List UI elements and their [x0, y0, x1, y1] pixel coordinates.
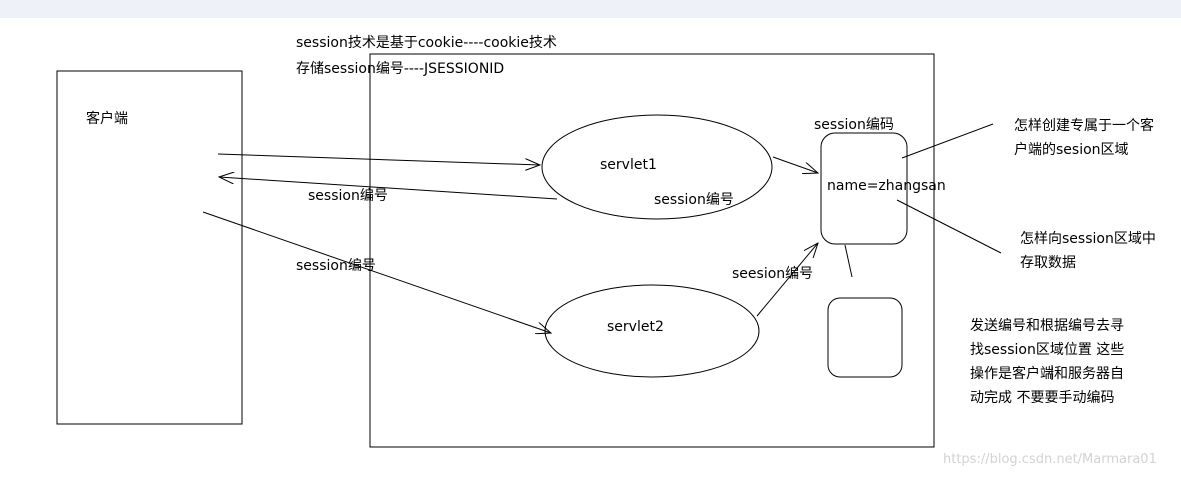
header-line-1: session技术是基于cookie----cookie技术 [296, 35, 557, 51]
session-area-box [820, 132, 908, 245]
note-store-line-2: 存取数据 [1020, 255, 1076, 271]
servlet2-label: servlet2 [607, 319, 664, 335]
top-bar [0, 0, 1181, 18]
servlet1-to-session-arrow [772, 156, 818, 173]
note-auto-line-4: 动完成 不要要手动编码 [970, 390, 1115, 406]
note-create-line-1: 怎样创建专属于一个客 [1014, 118, 1154, 134]
callout-create-line [901, 123, 994, 159]
session-area-content: name=zhangsan [827, 178, 946, 194]
note-create-session: 怎样创建专属于一个客 户端的sesion区域 [1014, 114, 1181, 162]
callout-store-line [896, 199, 1002, 254]
server-box [369, 53, 935, 448]
note-auto-line-2: 找session区域位置 这些 [970, 342, 1125, 358]
request-arrow-servlet2 [202, 211, 551, 333]
note-store-data: 怎样向session区域中 存取数据 [1020, 227, 1181, 275]
servlet1-ellipse [541, 114, 773, 220]
note-store-line-1: 怎样向session区域中 [1020, 231, 1156, 247]
request2-arrow-label: session编号 [296, 258, 376, 274]
empty-session-box [827, 297, 903, 378]
servlet2-to-session-arrow [756, 243, 818, 317]
client-box [56, 70, 243, 425]
note-auto-handling: 发送编号和根据编号去寻 找session区域位置 这些 操作是客户端和服务器自 … [970, 314, 1170, 410]
note-create-line-2: 户端的sesion区域 [1014, 142, 1129, 158]
client-label: 客户端 [86, 111, 128, 127]
watermark: https://blog.csdn.net/Marmara01 [943, 452, 1157, 467]
request-arrow-servlet1 [217, 153, 540, 165]
session-vertical-stroke [844, 244, 853, 278]
note-auto-line-3: 操作是客户端和服务器自 [970, 366, 1124, 382]
servlet1-session-id-label: session编号 [654, 192, 734, 208]
servlet2-link-label: seesion编号 [732, 266, 814, 282]
servlet1-label: servlet1 [600, 157, 657, 173]
return-arrow-label: session编号 [308, 188, 388, 204]
header-line-2: 存储session编号----JSESSIONID [296, 61, 505, 77]
note-auto-line-1: 发送编号和根据编号去寻 [970, 318, 1124, 334]
session-area-title: session编码 [814, 117, 894, 133]
response-arrow-client [219, 177, 558, 200]
